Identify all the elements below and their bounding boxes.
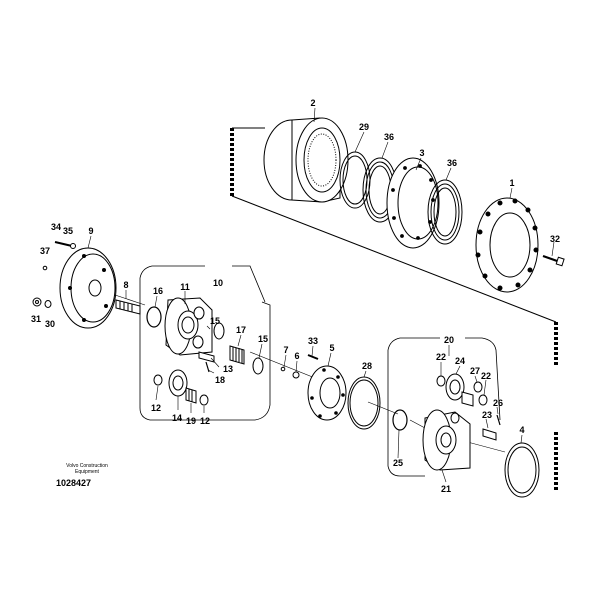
second-planet-gear-part — [436, 373, 488, 407]
planetary-group-10-frame — [139, 265, 271, 421]
callout-9: 9 — [88, 226, 93, 236]
callout-1: 1 — [509, 178, 514, 188]
snap-ring-part — [146, 306, 162, 328]
retaining-ring-part — [392, 409, 408, 431]
callout-33: 33 — [308, 336, 318, 346]
callout-18: 18 — [215, 375, 225, 385]
callout-35: 35 — [63, 226, 73, 236]
planet-pin-part — [198, 351, 215, 363]
sun-gear-shaft-part — [115, 299, 141, 315]
small-fastener-set-part — [280, 354, 319, 379]
o-ring-part — [347, 376, 381, 430]
callout-22-a: 22 — [436, 352, 446, 362]
cover-plate-part — [59, 247, 117, 329]
document-number: 1028427 — [56, 478, 92, 488]
large-seal-ring-part — [504, 442, 540, 498]
callout-30: 30 — [45, 319, 55, 329]
callout-5: 5 — [329, 343, 334, 353]
callout-17: 17 — [236, 325, 246, 335]
callout-15-a: 15 — [210, 316, 220, 326]
callout-12-b: 12 — [200, 416, 210, 426]
callout-2: 2 — [310, 98, 315, 108]
leader-lines — [87, 107, 555, 483]
upper-assembly-frame — [230, 127, 558, 492]
callout-20: 20 — [444, 335, 454, 345]
callout-25: 25 — [393, 458, 403, 468]
callout-19: 19 — [186, 416, 196, 426]
cover-bolt-part — [32, 297, 52, 308]
callout-24: 24 — [455, 356, 465, 366]
plug-fastener-part — [42, 241, 76, 271]
callout-13: 13 — [223, 364, 233, 374]
manufacturer-credit: Volvo Construction Equipment — [52, 463, 122, 475]
callout-labels: 2 29 36 3 36 1 32 34 35 9 37 31 30 8 10 … — [31, 98, 560, 494]
callout-22-b: 22 — [481, 371, 491, 381]
planet-gear-set-part — [153, 369, 209, 406]
hub-bolt-part — [542, 254, 565, 267]
callout-14: 14 — [172, 413, 182, 423]
thrust-washer-part — [213, 322, 264, 375]
callout-3: 3 — [419, 148, 424, 158]
callout-28: 28 — [362, 361, 372, 371]
ring-gear-drum-part — [263, 117, 349, 203]
callout-36-a: 36 — [384, 132, 394, 142]
callout-15-b: 15 — [258, 334, 268, 344]
planet-carrier-part — [164, 297, 213, 356]
hub-flange-part — [386, 157, 440, 249]
callout-12-a: 12 — [151, 403, 161, 413]
callout-8: 8 — [123, 280, 128, 290]
callout-10: 10 — [213, 278, 223, 288]
callout-4: 4 — [519, 425, 524, 435]
needle-bearing-part — [229, 345, 245, 365]
callout-6: 6 — [294, 351, 299, 361]
credit-line-1: Volvo Construction — [66, 463, 108, 469]
callout-21: 21 — [441, 484, 451, 494]
callout-27: 27 — [470, 366, 480, 376]
callout-26: 26 — [493, 398, 503, 408]
second-planet-carrier-part — [422, 409, 471, 471]
callout-29: 29 — [359, 122, 369, 132]
second-pin-part — [482, 414, 501, 441]
callout-16: 16 — [153, 286, 163, 296]
credit-line-2: Equipment — [75, 469, 99, 475]
floating-seal-part-b — [427, 179, 463, 245]
thrust-plate-part — [307, 365, 347, 421]
planetary-group-20-frame — [387, 337, 501, 477]
callout-32: 32 — [550, 234, 560, 244]
callout-36-b: 36 — [447, 158, 457, 168]
callout-37: 37 — [40, 246, 50, 256]
bolted-hub-part — [475, 197, 539, 293]
callout-31: 31 — [31, 314, 41, 324]
callout-34: 34 — [51, 222, 61, 232]
callout-23: 23 — [482, 410, 492, 420]
callout-7: 7 — [283, 345, 288, 355]
callout-11: 11 — [180, 282, 190, 292]
